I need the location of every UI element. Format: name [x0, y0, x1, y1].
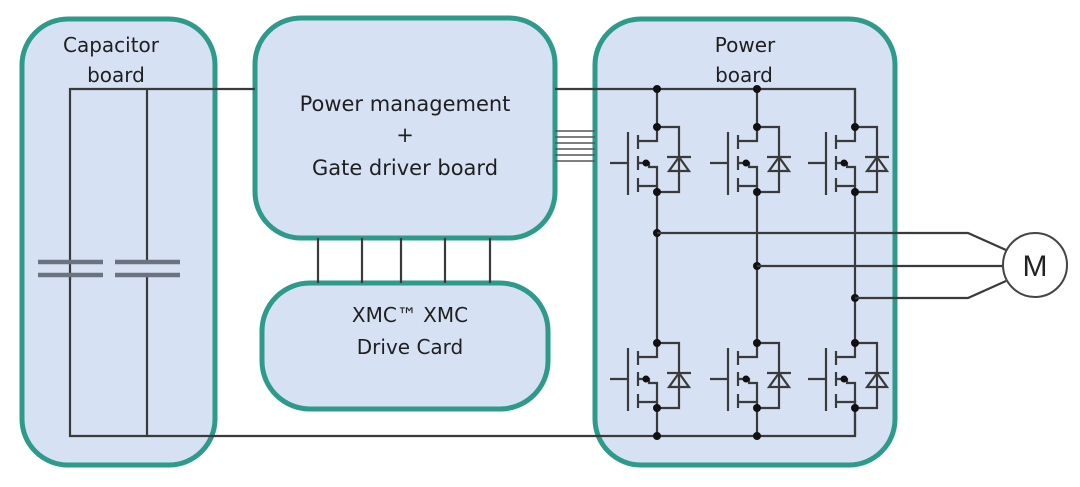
low-side-mosfet-icon — [808, 339, 890, 412]
half-bridge-leg-2 — [710, 85, 792, 440]
capacitor-board-label-2: board — [87, 63, 145, 87]
capacitor-2 — [115, 259, 180, 278]
inverter-bridge — [610, 85, 890, 440]
low-side-mosfet-icon — [710, 339, 792, 412]
drive-card-block — [259, 280, 551, 412]
drive-card-label-2: Drive Card — [357, 335, 463, 359]
high-side-mosfet-icon — [808, 123, 890, 196]
power-board-label-2: board — [715, 63, 773, 87]
capacitor-board-label-1: Capacitor — [63, 33, 160, 57]
motor-label: M — [1023, 250, 1048, 283]
power-management-label-3: Gate driver board — [312, 156, 498, 180]
high-side-mosfet-icon — [710, 123, 792, 196]
motor-phase-wires — [657, 231, 1007, 300]
capacitor-1 — [38, 259, 103, 278]
power-management-block — [252, 15, 558, 241]
half-bridge-leg-1 — [610, 85, 692, 440]
low-side-mosfet-icon — [610, 339, 692, 412]
motor-icon — [1002, 232, 1068, 298]
high-side-mosfet-icon — [610, 123, 692, 196]
gate-signal-lines — [555, 130, 595, 162]
power-board-block — [592, 16, 898, 468]
drive-card-label-1: XMC™ XMC — [352, 303, 468, 327]
control-bus — [316, 238, 492, 283]
motor: M — [1002, 232, 1068, 298]
power-management-label-2: + — [396, 123, 414, 147]
power-management-label-1: Power management — [300, 92, 511, 116]
half-bridge-leg-3 — [808, 89, 890, 436]
power-board-label-1: Power — [715, 33, 776, 57]
